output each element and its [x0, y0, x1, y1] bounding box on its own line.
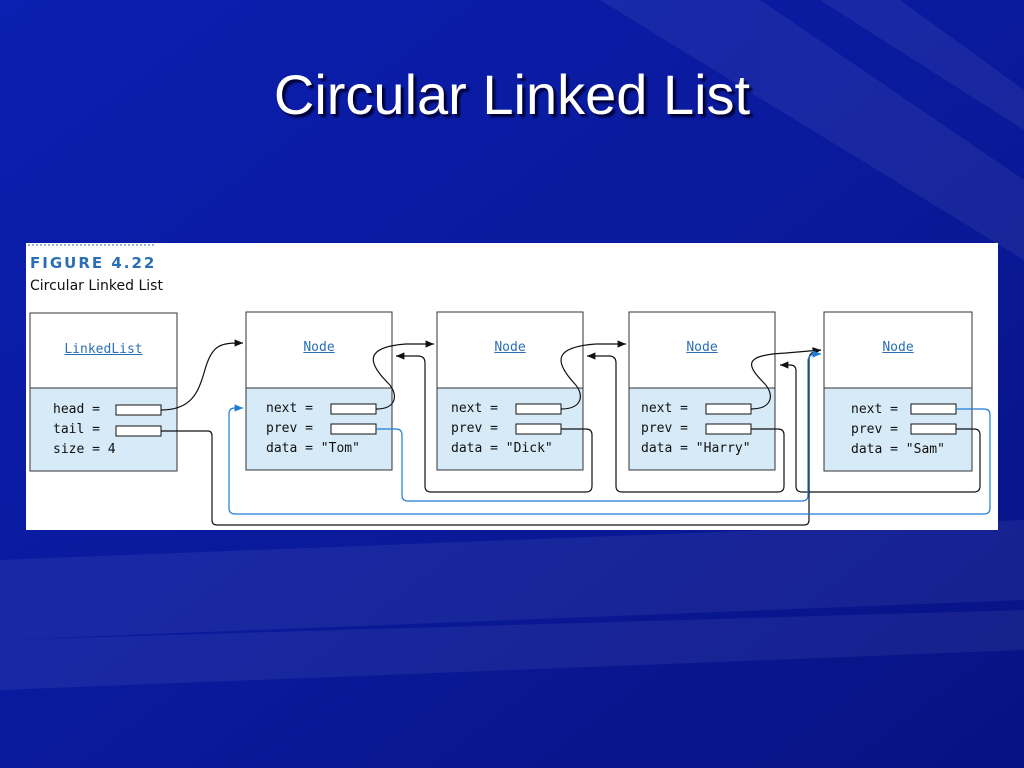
prev-pointer-slot [910, 423, 957, 435]
tom-prev-wraparound-arrow [376, 350, 821, 502]
next-pointer-slot [910, 403, 957, 415]
data-field-label: data = "Harry" [641, 441, 751, 456]
harry-next-arrow [750, 347, 822, 410]
figure-panel: FIGURE 4.22 Circular Linked List LinkedL… [26, 243, 998, 530]
node-box-harry [628, 311, 776, 471]
head-pointer-slot [115, 404, 162, 416]
next-field-label: next = [641, 401, 688, 416]
slide-title: Circular Linked List [273, 63, 751, 126]
dick-next-arrow [560, 340, 626, 410]
prev-field-label: prev = [266, 421, 313, 436]
head-field-label: head = [53, 402, 100, 417]
prev-field-label: prev = [851, 422, 898, 437]
next-pointer-slot [330, 403, 377, 415]
prev-pointer-slot [330, 423, 377, 435]
tail-field-label: tail = [53, 422, 100, 437]
node-title: Node [494, 340, 526, 355]
figure-number: FIGURE 4.22 [30, 254, 157, 272]
next-field-label: next = [266, 401, 313, 416]
data-field-label: data = "Sam" [851, 442, 945, 457]
linkedlist-title: LinkedList [64, 342, 143, 357]
size-field-label: size = 4 [53, 442, 116, 457]
prev-field-label: prev = [451, 421, 498, 436]
data-field-label: data = "Tom" [266, 441, 360, 456]
sam-prev-arrow [780, 361, 981, 493]
next-pointer-slot [705, 403, 752, 415]
node-title: Node [882, 340, 914, 355]
linked-list-diagram [28, 244, 991, 526]
node-title: Node [303, 340, 335, 355]
head-arrow [160, 339, 244, 411]
data-field-label: data = "Dick" [451, 441, 553, 456]
dick-prev-arrow [396, 352, 593, 493]
node-title: Node [686, 340, 718, 355]
next-field-label: next = [451, 401, 498, 416]
sam-next-wraparound-arrow [228, 404, 991, 515]
node-box-tom [245, 311, 393, 471]
harry-prev-arrow [587, 352, 785, 493]
tom-next-arrow [372, 340, 434, 410]
figure-caption: Circular Linked List [30, 278, 163, 294]
prev-pointer-slot [705, 423, 752, 435]
tail-pointer-slot [115, 425, 162, 437]
next-pointer-slot [515, 403, 562, 415]
node-box-sam [823, 311, 973, 472]
prev-field-label: prev = [641, 421, 688, 436]
prev-pointer-slot [515, 423, 562, 435]
linkedlist-box [29, 312, 178, 472]
next-field-label: next = [851, 402, 898, 417]
node-box-dick [436, 311, 584, 471]
